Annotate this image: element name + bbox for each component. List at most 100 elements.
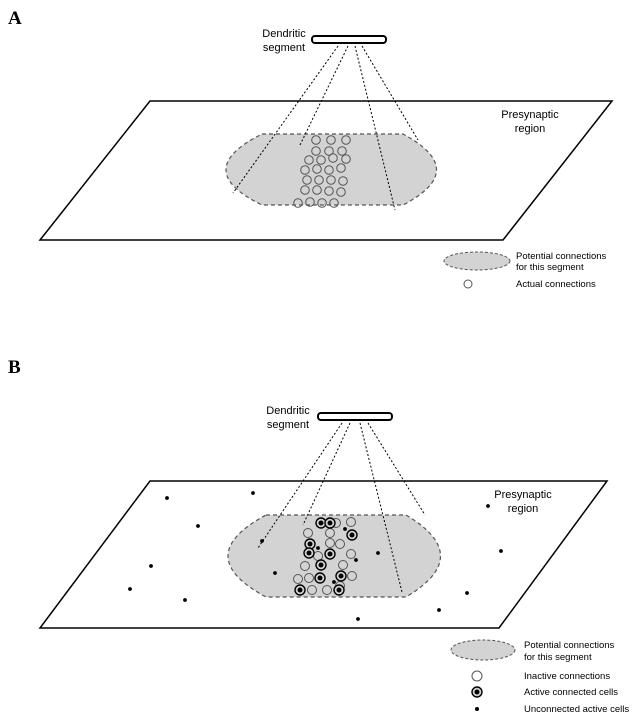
panel-a: A Dendritic segment Presynaptic region P… (8, 8, 614, 290)
panel-a-legend-actual-text: Actual connections (516, 279, 596, 290)
inactive-connection-circle (346, 549, 356, 559)
actual-connection-circle (312, 164, 322, 174)
panel-b-legend-inactive-swatch (471, 670, 483, 682)
active-connected-cell-dot (349, 532, 355, 538)
inactive-connection-circle (338, 560, 348, 570)
unconnected-active-cell (486, 504, 490, 508)
inactive-connection-circle (293, 574, 303, 584)
active-connected-cell-dot (336, 587, 342, 593)
unconnected-active-cell (354, 558, 358, 562)
actual-connection-circle (300, 165, 310, 175)
panel-a-legend: Potential connections for this segment A… (443, 251, 607, 290)
panel-a-legend-actual-swatch (463, 279, 473, 289)
unconnected-active-cell (273, 571, 277, 575)
actual-connection-circle (329, 198, 339, 208)
panel-a-legend-potential-line1: Potential connections (516, 251, 607, 262)
inactive-connection-circle (347, 571, 357, 581)
active-connected-cell-dot (307, 541, 313, 547)
active-connected-cell-dot (297, 587, 303, 593)
actual-connection-circle (328, 153, 338, 163)
actual-connection-circle (312, 185, 322, 195)
panel-b-region-label-line2: region (508, 503, 539, 515)
panel-b-segment-label-line2: segment (267, 419, 309, 431)
panel-a-label: A (8, 8, 22, 29)
unconnected-active-cell (465, 591, 469, 595)
unconnected-active-cell (183, 598, 187, 602)
panel-b-projection-lines (257, 422, 426, 593)
panel-b: B Dendritic segment Presynaptic region P… (8, 357, 629, 715)
unconnected-active-cell (260, 539, 264, 543)
actual-connection-circle (314, 175, 324, 185)
inactive-connection-circle (303, 528, 313, 538)
unconnected-active-cell (499, 549, 503, 553)
panel-b-legend-potential-line1: Potential connections (524, 640, 615, 651)
actual-connection-circle (337, 146, 347, 156)
panel-a-legend-potential-swatch (443, 251, 511, 271)
unconnected-active-cell (356, 617, 360, 621)
actual-connection-circle (338, 176, 348, 186)
unconnected-active-cell (376, 551, 380, 555)
actual-connection-circle (311, 135, 321, 145)
inactive-connection-circle (322, 585, 332, 595)
panel-b-legend-active-text: Active connected cells (524, 687, 618, 698)
actual-connection-circle (316, 155, 326, 165)
active-connected-cell-dot (338, 573, 344, 579)
unconnected-active-cell (343, 527, 347, 531)
active-connected-cell-dot (318, 520, 324, 526)
actual-connection-circle (311, 146, 321, 156)
panel-a-segment-label-line1: Dendritic (262, 28, 306, 40)
inactive-connection-circle (304, 573, 314, 583)
active-connected-cell-dot (327, 520, 333, 526)
actual-connection-circle (302, 175, 312, 185)
panel-b-segment-label-line1: Dendritic (266, 405, 310, 417)
actual-connection-circle (324, 165, 334, 175)
active-connected-cell-dot (317, 575, 323, 581)
unconnected-active-cell (316, 546, 320, 550)
inactive-connection-circle (307, 585, 317, 595)
panel-b-unconnected-active-cells (128, 491, 503, 621)
panel-b-legend-potential-line2: for this segment (524, 652, 592, 663)
panel-a-potential-area (225, 133, 438, 206)
panel-b-legend-unconnected-text: Unconnected active cells (524, 704, 629, 715)
panel-b-dendritic-segment (317, 412, 393, 421)
panel-a-legend-potential-line2: for this segment (516, 262, 584, 273)
actual-connection-circle (336, 163, 346, 173)
unconnected-active-cell (165, 496, 169, 500)
panel-a-region-label-line2: region (515, 123, 546, 135)
actual-connection-circle (305, 197, 315, 207)
panel-b-active-connected-cells (294, 517, 358, 596)
panel-b-label: B (8, 357, 21, 378)
unconnected-active-cell (128, 587, 132, 591)
actual-connection-circle (341, 154, 351, 164)
active-connected-cell-dot (318, 562, 324, 568)
actual-connection-circle (336, 187, 346, 197)
panel-b-legend-inactive-text: Inactive connections (524, 671, 610, 682)
panel-a-actual-connections (293, 135, 351, 208)
unconnected-active-cell (251, 491, 255, 495)
actual-connection-circle (326, 175, 336, 185)
panel-b-legend-active-swatch-dot (474, 689, 480, 695)
unconnected-active-cell (437, 608, 441, 612)
actual-connection-circle (341, 135, 351, 145)
inactive-connection-circle (346, 517, 356, 527)
actual-connection-circle (293, 198, 303, 208)
unconnected-active-cell (332, 580, 336, 584)
actual-connection-circle (300, 185, 310, 195)
panel-b-region-label-line1: Presynaptic (494, 489, 552, 501)
unconnected-active-cell (196, 524, 200, 528)
active-connected-cell-dot (306, 550, 312, 556)
inactive-connection-circle (325, 538, 335, 548)
active-connected-cell-dot (327, 551, 333, 557)
unconnected-active-cell (149, 564, 153, 568)
inactive-connection-circle (335, 539, 345, 549)
panel-b-legend-potential-swatch (450, 639, 516, 661)
actual-connection-circle (317, 198, 327, 208)
panel-a-region-label-line1: Presynaptic (501, 109, 559, 121)
inactive-connection-circle (300, 561, 310, 571)
actual-connection-circle (324, 186, 334, 196)
actual-connection-circle (326, 135, 336, 145)
actual-connection-circle (324, 146, 334, 156)
panel-b-legend-unconnected-swatch (475, 707, 479, 711)
panel-a-dendritic-segment (311, 35, 387, 44)
